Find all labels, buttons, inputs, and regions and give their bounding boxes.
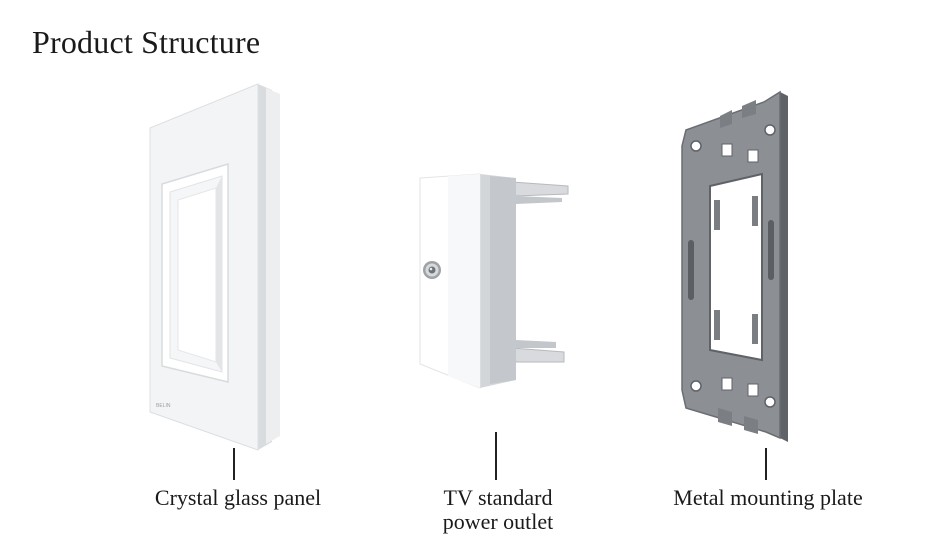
tv-outlet-label: TV standard power outlet bbox=[398, 486, 598, 534]
crystal-glass-panel-image: BELIN bbox=[140, 80, 290, 452]
tv-outlet-leader bbox=[495, 432, 497, 480]
tv-outlet-label-line1: TV standard bbox=[443, 485, 553, 510]
tv-outlet-label-line2: power outlet bbox=[442, 509, 554, 534]
brand-mark: BELIN bbox=[156, 403, 171, 409]
crystal-glass-panel-leader bbox=[233, 448, 235, 480]
metal-mounting-plate-leader bbox=[765, 448, 767, 480]
tv-outlet-module-image bbox=[412, 168, 577, 393]
page-title: Product Structure bbox=[32, 24, 261, 60]
metal-mounting-plate-image bbox=[672, 90, 792, 444]
crystal-glass-panel-label: Crystal glass panel bbox=[154, 485, 322, 510]
metal-mounting-plate-label: Metal mounting plate bbox=[673, 485, 863, 510]
